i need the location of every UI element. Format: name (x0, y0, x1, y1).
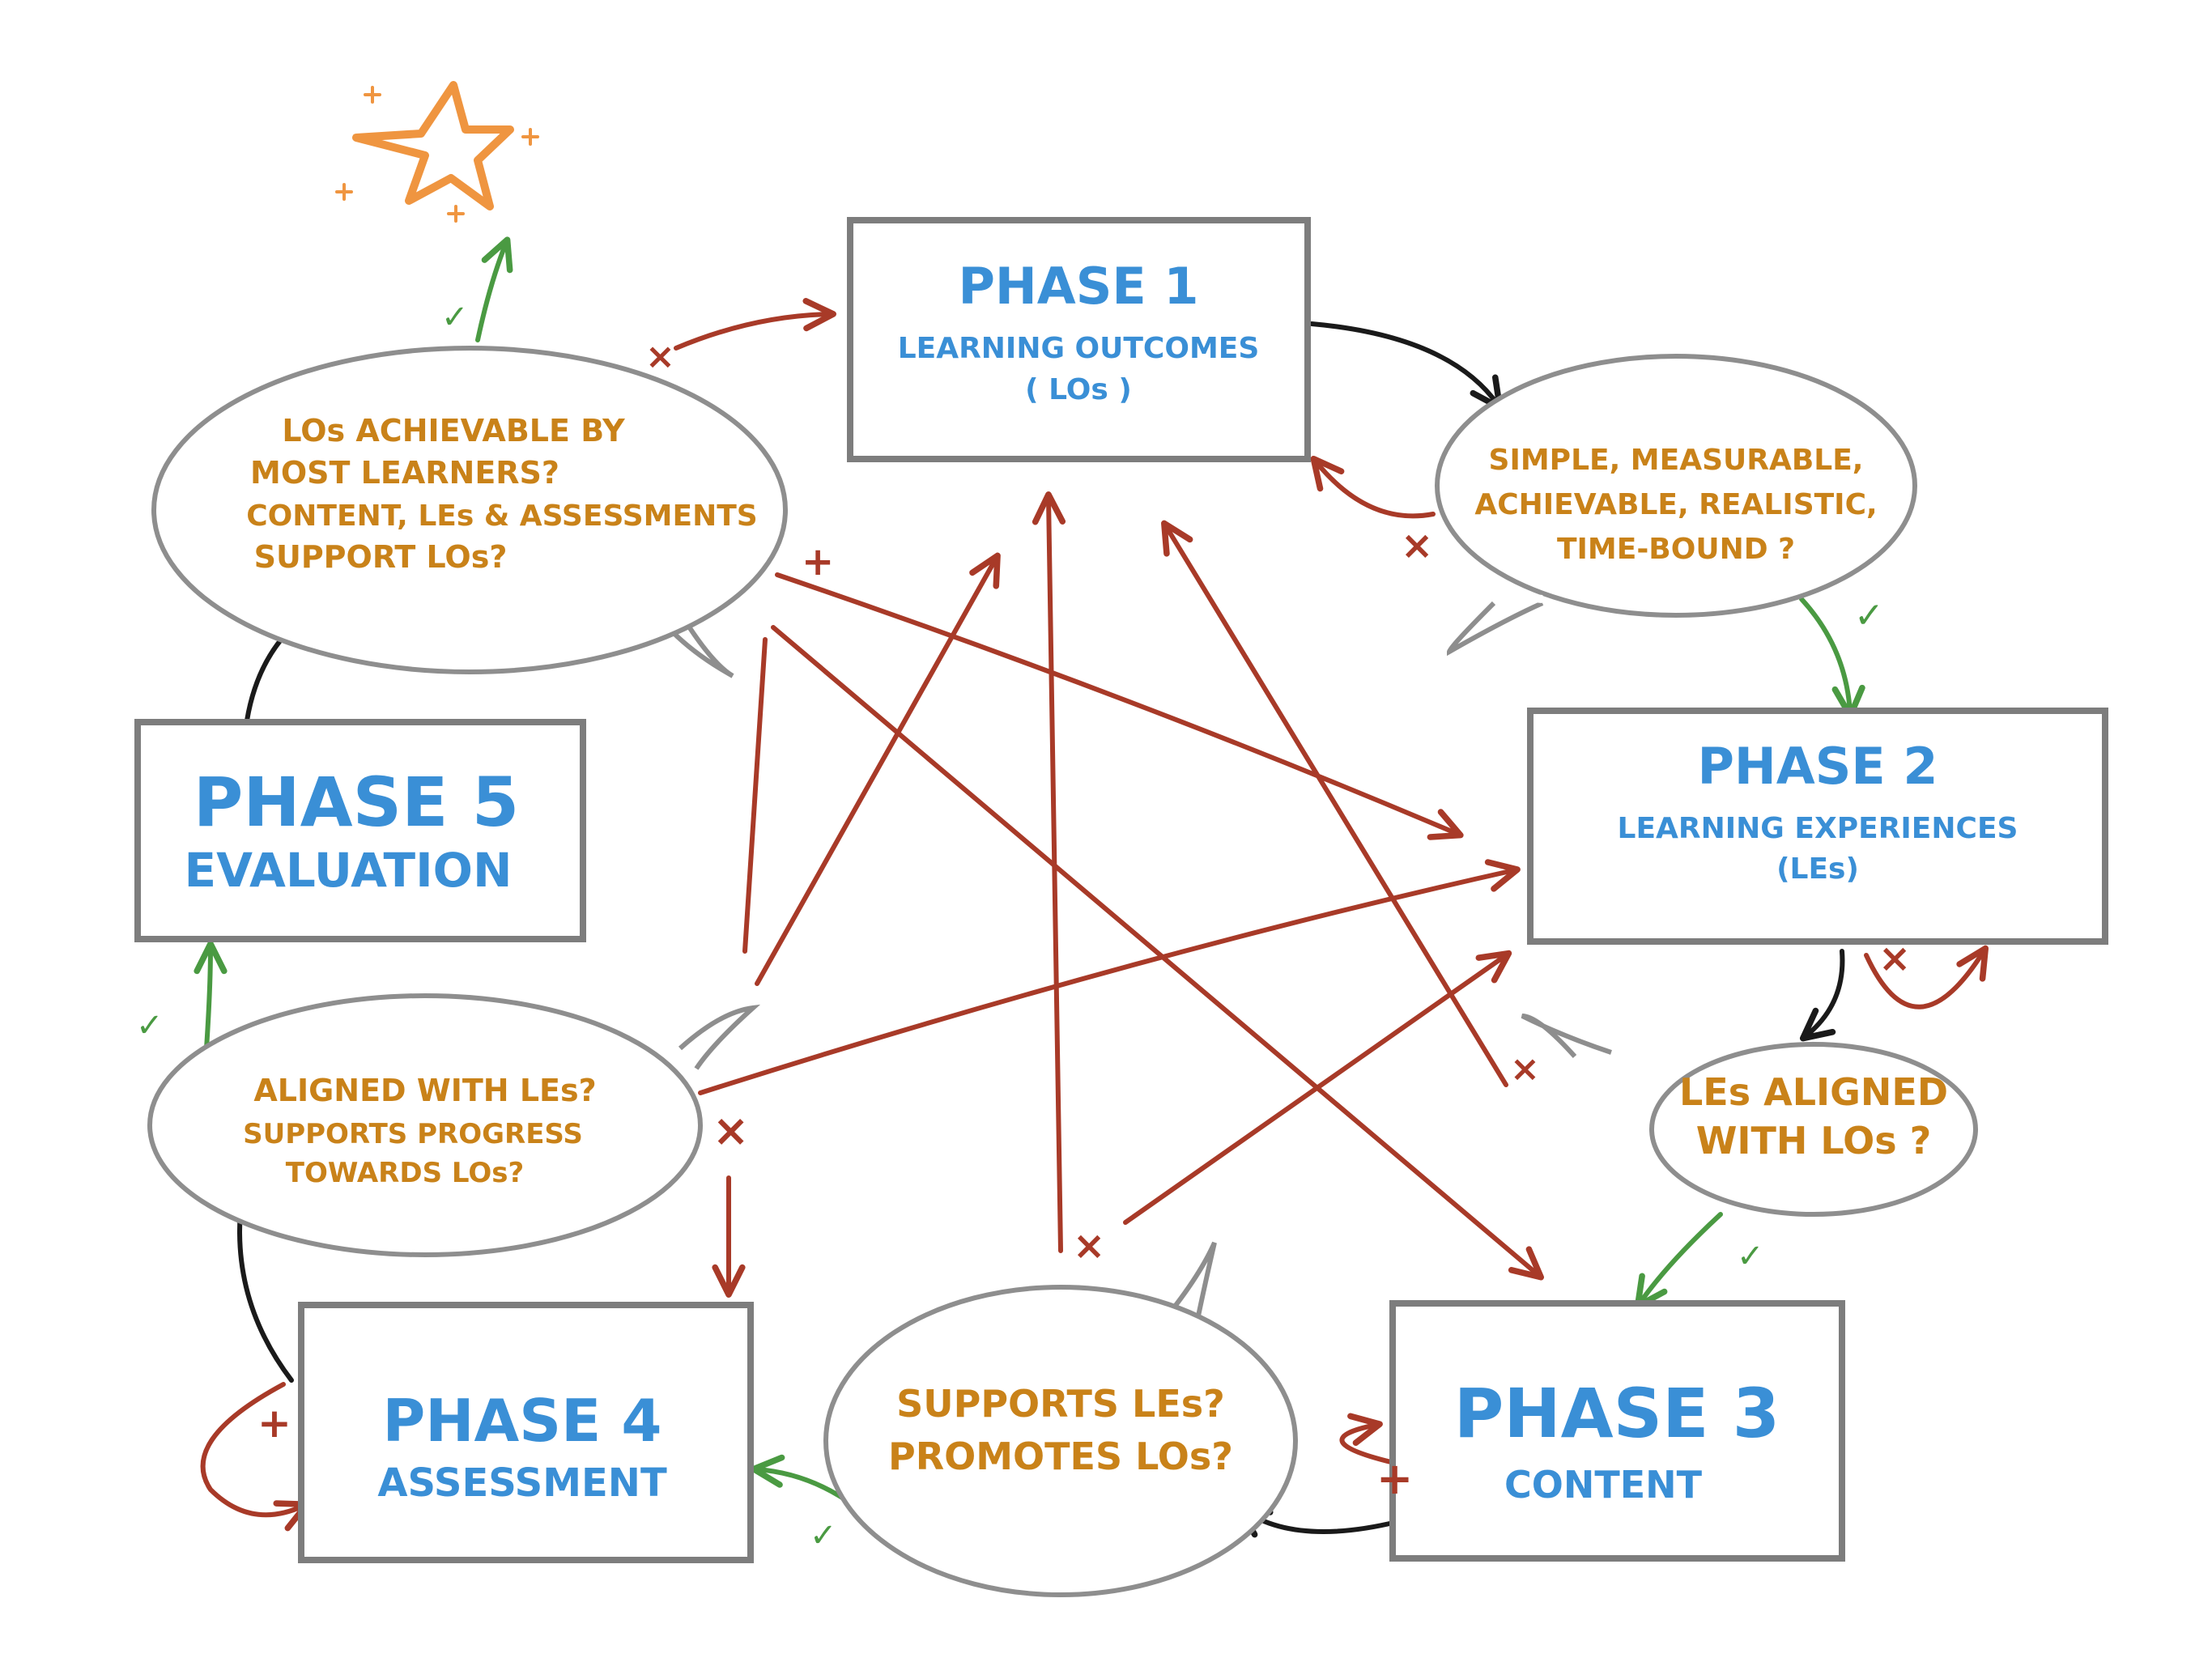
q5-line-1: LOs ACHIEVABLE BY (282, 413, 625, 448)
link-q3-to-p1 (1032, 491, 1066, 1253)
q5-line-2: MOST LEARNERS? (250, 455, 559, 491)
phase-5-title: PHASE 5 (194, 763, 519, 842)
phase-2-title: PHASE 2 (1697, 737, 1938, 796)
link-q3-to-p2 (1123, 950, 1512, 1225)
q1-line-1: SIMPLE, MEASURABLE, (1489, 444, 1864, 477)
link-q2-to-p1 (1161, 520, 1508, 1087)
q4-line-2: SUPPORTS PROGRESS (243, 1118, 583, 1150)
success-links (194, 236, 1865, 1508)
phase-1-title: PHASE 1 (958, 257, 1198, 316)
loop-q1-to-p1 (1310, 455, 1436, 519)
q1-line-3: TIME-BOUND ? (1557, 533, 1795, 566)
arrow-p2-to-q2 (1799, 949, 1845, 1042)
arrow-q2-to-p3 (1634, 1212, 1723, 1310)
q5-line-4: SUPPORT LOs? (254, 539, 508, 575)
phase-3-title: PHASE 3 (1454, 1374, 1780, 1453)
phase-1-abbrev: ( LOs ) (1025, 373, 1132, 406)
q4-line-1: ALIGNED WITH LEs? (253, 1073, 596, 1108)
question-bubble-1: SIMPLE, MEASURABLE, ACHIEVABLE, REALISTI… (1435, 354, 1917, 657)
fail-marks: × + × × × × × + + (257, 336, 1911, 1504)
x-mark: × (1401, 523, 1433, 568)
phase-1-box: PHASE 1 LEARNING OUTCOMES ( LOs ) (847, 217, 1311, 462)
check-mark: ✓ (1737, 1238, 1764, 1275)
q2-line-1: LEs ALIGNED (1679, 1070, 1948, 1114)
question-bubble-5: LOs ACHIEVABLE BY MOST LEARNERS? CONTENT… (151, 346, 788, 678)
link-q5-to-p2 (775, 572, 1464, 840)
q4-line-3: TOWARDS LOs? (286, 1157, 524, 1189)
phase-1-subtitle: LEARNING OUTCOMES (898, 332, 1260, 365)
phase-2-subtitle: LEARNING EXPERIENCES (1618, 812, 2018, 845)
link-q5-to-p1 (674, 298, 836, 351)
phase-4-title: PHASE 4 (383, 1387, 662, 1455)
q2-line-2: WITH LOs ? (1696, 1119, 1932, 1163)
failure-links (200, 298, 1989, 1532)
x-mark: × (1073, 1223, 1105, 1269)
q1-line-2: ACHIEVABLE, REALISTIC, (1474, 488, 1877, 521)
x-mark: × (713, 1105, 749, 1156)
check-marks: ✓ ✓ ✓ ✓ ✓ (136, 299, 1884, 1554)
phase-5-subtitle: EVALUATION (184, 843, 512, 898)
phase-5-box: PHASE 5 EVALUATION (134, 719, 586, 942)
check-mark: ✓ (1854, 595, 1884, 636)
loop-p4-retry (200, 1382, 310, 1532)
loop-p3-retry (1339, 1413, 1407, 1468)
link-q4-to-p1-b (755, 552, 1001, 986)
arrow-q5-to-star (475, 236, 513, 342)
q3-line-2: PROMOTES LOs? (888, 1435, 1233, 1478)
q5-line-3: CONTENT, LEs & ASSESSMENTS (246, 499, 757, 533)
q3-line-1: SUPPORTS LEs? (896, 1382, 1225, 1426)
star-icon (335, 81, 539, 223)
arrow-p1-to-q1 (1309, 321, 1504, 411)
phase-4-box: PHASE 4 ASSESSMENT (298, 1302, 754, 1563)
check-mark: ✓ (136, 1007, 164, 1044)
link-q4-to-p1-a (742, 637, 768, 954)
phase-2-box: PHASE 2 LEARNING EXPERIENCES (LEs) (1527, 708, 2108, 945)
x-mark: × (1878, 936, 1911, 981)
phase-2-abbrev: (LEs) (1776, 852, 1859, 886)
link-q4-to-p2 (698, 859, 1521, 1095)
x-mark: × (645, 336, 675, 377)
question-bubble-4: ALIGNED WITH LEs? SUPPORTS PROGRESS TOWA… (147, 993, 761, 1257)
check-mark: ✓ (810, 1517, 837, 1554)
loop-p2-retry (1864, 945, 1989, 1010)
check-mark: ✓ (441, 299, 469, 336)
plus-mark: + (802, 539, 834, 584)
plus-mark: + (1376, 1453, 1413, 1504)
phase-4-subtitle: ASSESSMENT (377, 1460, 667, 1506)
arrow-q4-to-p5 (194, 941, 228, 1051)
plus-mark: + (257, 1400, 291, 1447)
question-bubble-3: SUPPORTS LEs? PROMOTES LOs? (823, 1241, 1298, 1597)
question-bubble-2: LEs ALIGNED WITH LOs ? (1521, 1014, 1978, 1217)
phase-3-subtitle: CONTENT (1504, 1463, 1703, 1507)
x-mark: × (1510, 1048, 1540, 1090)
arrow-q1-to-p2 (1799, 597, 1865, 719)
sparkle-icons (335, 86, 539, 223)
link-q5-to-p3 (771, 625, 1544, 1281)
phase-3-box: PHASE 3 CONTENT (1389, 1300, 1845, 1562)
